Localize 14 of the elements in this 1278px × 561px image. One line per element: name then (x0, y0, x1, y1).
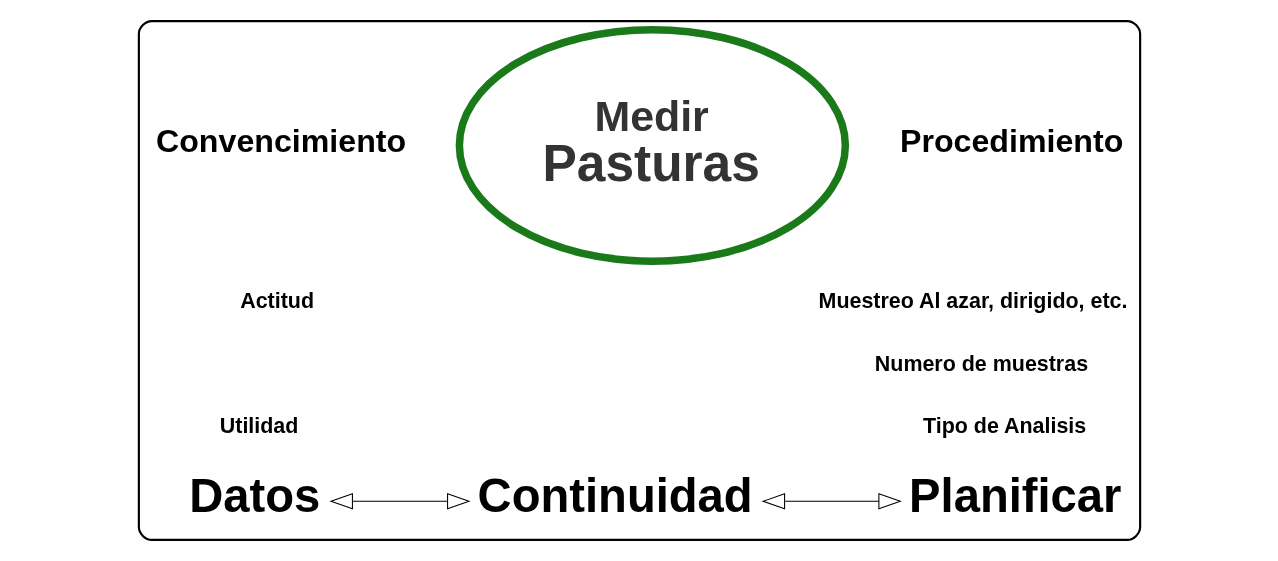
label: Muestreo Al azar, dirigido, etc. (818, 289, 1127, 314)
arrow (761, 493, 902, 510)
label: Numero de muestras (874, 351, 1088, 376)
label: Actitud (239, 289, 314, 314)
cluster (137, 20, 1141, 541)
node-text: Datos (188, 469, 320, 523)
node-text: Continuidad (477, 469, 753, 523)
node-text: Planificar (908, 469, 1121, 523)
arrow (328, 493, 471, 510)
label: Tipo de Analisis (922, 413, 1086, 438)
label: Convencimiento (155, 123, 406, 160)
label: Procedimiento (899, 123, 1123, 160)
label: Utilidad (219, 413, 298, 438)
node-ellipse: Medir Pasturas (455, 25, 849, 265)
